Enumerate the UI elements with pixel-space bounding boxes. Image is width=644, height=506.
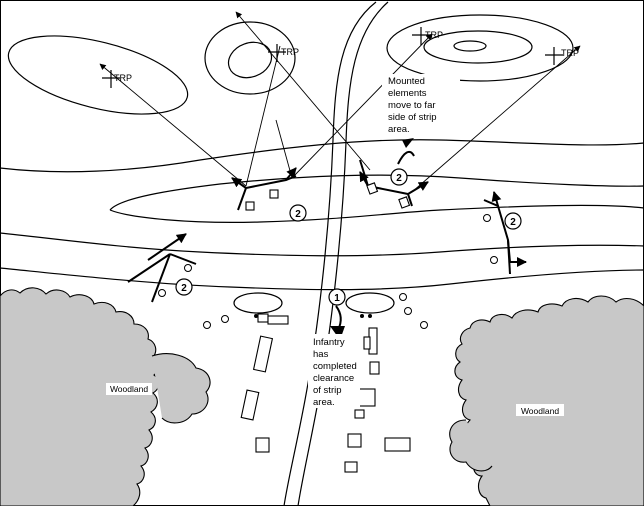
phase-number: 2 xyxy=(510,217,516,228)
trp-label: TRP xyxy=(425,30,443,40)
trp-1: TRP xyxy=(102,70,132,88)
trp-label: TRP xyxy=(281,47,299,57)
woodland-left xyxy=(0,287,211,506)
infantry-soldiers xyxy=(203,293,428,329)
trp-label: TRP xyxy=(114,73,132,83)
trp-4: TRP xyxy=(545,47,579,65)
phase-marker xyxy=(390,168,408,186)
phase-number: 2 xyxy=(295,209,301,220)
note-infantry: Infantry has completed clearance of stri… xyxy=(308,334,360,408)
phase-number: 2 xyxy=(181,283,187,294)
position-center-left: 2 xyxy=(231,167,307,222)
phase-marker xyxy=(504,212,522,230)
phase-number: 2 xyxy=(396,173,402,184)
mounted-vehicles xyxy=(233,292,395,325)
trp-label: TRP xyxy=(561,48,579,58)
trp-3: TRP xyxy=(412,27,443,45)
note-mounted-text: Mounted elements move to far side of str… xyxy=(388,76,439,135)
phase-marker xyxy=(328,288,346,306)
note-infantry-text: Infantry has completed clearance of stri… xyxy=(313,337,359,408)
woodland-label-right: Woodland xyxy=(521,406,559,416)
phase-number: 1 xyxy=(334,293,340,304)
buildings xyxy=(240,327,411,473)
phase-marker xyxy=(289,204,307,222)
note-mounted-elements: Mounted elements move to far side of str… xyxy=(382,74,460,136)
woodland-right xyxy=(449,295,644,506)
fire-lines xyxy=(99,11,581,193)
strip-area-bands xyxy=(0,139,644,291)
woodland-label-right-group: Woodland xyxy=(516,404,564,416)
phase-marker xyxy=(175,278,193,296)
trp-2: TRP xyxy=(268,44,299,62)
position-center-right: 2 xyxy=(359,138,429,209)
position-left: 2 xyxy=(127,233,197,303)
woodland-label-left-group: Woodland xyxy=(106,383,152,395)
woodland-label-left: Woodland xyxy=(110,384,148,394)
road xyxy=(283,1,389,506)
position-right: 2 xyxy=(483,191,527,275)
